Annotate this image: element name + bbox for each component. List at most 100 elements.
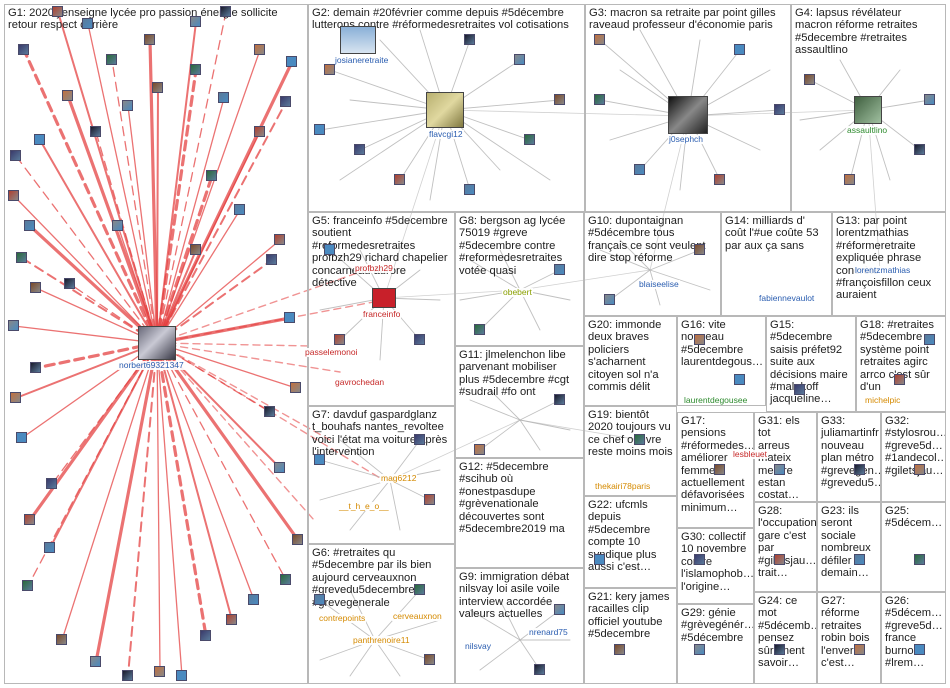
node-avatar-icon[interactable] xyxy=(248,594,259,605)
node-avatar-icon[interactable] xyxy=(734,44,745,55)
node-avatar-icon[interactable] xyxy=(292,534,303,545)
avatar-hub-josiane[interactable] xyxy=(340,26,376,54)
node-avatar-icon[interactable] xyxy=(22,580,33,591)
node-avatar-icon[interactable] xyxy=(464,184,475,195)
node-avatar-icon[interactable] xyxy=(324,64,335,75)
avatar-hub-franceinfo[interactable] xyxy=(372,288,396,308)
node-avatar-icon[interactable] xyxy=(394,174,405,185)
node-avatar-icon[interactable] xyxy=(154,666,165,677)
node-avatar-icon[interactable] xyxy=(614,644,625,655)
node-avatar-icon[interactable] xyxy=(254,126,265,137)
node-avatar-icon[interactable] xyxy=(280,96,291,107)
node-avatar-icon[interactable] xyxy=(924,334,935,345)
node-avatar-icon[interactable] xyxy=(274,234,285,245)
node-avatar-icon[interactable] xyxy=(46,478,57,489)
node-avatar-icon[interactable] xyxy=(694,554,705,565)
node-avatar-icon[interactable] xyxy=(914,144,925,155)
node-avatar-icon[interactable] xyxy=(514,54,525,65)
node-avatar-icon[interactable] xyxy=(314,124,325,135)
node-avatar-icon[interactable] xyxy=(844,174,855,185)
node-avatar-icon[interactable] xyxy=(226,614,237,625)
node-avatar-icon[interactable] xyxy=(266,254,277,265)
node-avatar-icon[interactable] xyxy=(594,94,605,105)
avatar-hub-flavcgi12[interactable] xyxy=(426,92,464,128)
node-avatar-icon[interactable] xyxy=(280,574,291,585)
node-avatar-icon[interactable] xyxy=(200,630,211,641)
avatar-hub-norbert[interactable] xyxy=(138,326,176,360)
node-avatar-icon[interactable] xyxy=(474,444,485,455)
node-avatar-icon[interactable] xyxy=(190,64,201,75)
node-avatar-icon[interactable] xyxy=(594,34,605,45)
node-avatar-icon[interactable] xyxy=(854,464,865,475)
node-avatar-icon[interactable] xyxy=(10,150,21,161)
node-avatar-icon[interactable] xyxy=(354,144,365,155)
node-avatar-icon[interactable] xyxy=(854,554,865,565)
node-avatar-icon[interactable] xyxy=(804,74,815,85)
node-avatar-icon[interactable] xyxy=(52,6,63,17)
node-avatar-icon[interactable] xyxy=(554,604,565,615)
node-avatar-icon[interactable] xyxy=(190,244,201,255)
node-avatar-icon[interactable] xyxy=(604,294,615,305)
node-avatar-icon[interactable] xyxy=(414,584,425,595)
node-avatar-icon[interactable] xyxy=(524,134,535,145)
node-avatar-icon[interactable] xyxy=(894,374,905,385)
node-avatar-icon[interactable] xyxy=(694,334,705,345)
node-avatar-icon[interactable] xyxy=(30,282,41,293)
node-avatar-icon[interactable] xyxy=(10,392,21,403)
node-avatar-icon[interactable] xyxy=(274,462,285,473)
node-avatar-icon[interactable] xyxy=(284,312,295,323)
node-avatar-icon[interactable] xyxy=(914,554,925,565)
node-avatar-icon[interactable] xyxy=(554,94,565,105)
node-avatar-icon[interactable] xyxy=(264,406,275,417)
node-avatar-icon[interactable] xyxy=(254,44,265,55)
node-avatar-icon[interactable] xyxy=(16,432,27,443)
node-avatar-icon[interactable] xyxy=(694,244,705,255)
node-avatar-icon[interactable] xyxy=(634,164,645,175)
node-avatar-icon[interactable] xyxy=(152,82,163,93)
node-avatar-icon[interactable] xyxy=(122,100,133,111)
node-avatar-icon[interactable] xyxy=(594,554,605,565)
node-avatar-icon[interactable] xyxy=(414,334,425,345)
node-avatar-icon[interactable] xyxy=(914,644,925,655)
node-avatar-icon[interactable] xyxy=(914,464,925,475)
node-avatar-icon[interactable] xyxy=(554,264,565,275)
node-avatar-icon[interactable] xyxy=(234,204,245,215)
node-avatar-icon[interactable] xyxy=(334,334,345,345)
node-avatar-icon[interactable] xyxy=(44,542,55,553)
node-avatar-icon[interactable] xyxy=(324,244,335,255)
node-avatar-icon[interactable] xyxy=(62,90,73,101)
node-avatar-icon[interactable] xyxy=(554,394,565,405)
node-avatar-icon[interactable] xyxy=(16,252,27,263)
node-avatar-icon[interactable] xyxy=(34,134,45,145)
avatar-hub-j0sephch[interactable] xyxy=(668,96,708,134)
node-avatar-icon[interactable] xyxy=(82,18,93,29)
node-avatar-icon[interactable] xyxy=(414,434,425,445)
node-avatar-icon[interactable] xyxy=(122,670,133,681)
node-avatar-icon[interactable] xyxy=(714,174,725,185)
node-avatar-icon[interactable] xyxy=(424,494,435,505)
node-avatar-icon[interactable] xyxy=(24,514,35,525)
node-avatar-icon[interactable] xyxy=(112,220,123,231)
node-avatar-icon[interactable] xyxy=(694,644,705,655)
node-avatar-icon[interactable] xyxy=(474,324,485,335)
node-avatar-icon[interactable] xyxy=(144,34,155,45)
node-avatar-icon[interactable] xyxy=(90,656,101,667)
node-avatar-icon[interactable] xyxy=(8,190,19,201)
node-avatar-icon[interactable] xyxy=(714,464,725,475)
node-avatar-icon[interactable] xyxy=(64,278,75,289)
node-avatar-icon[interactable] xyxy=(734,374,745,385)
node-avatar-icon[interactable] xyxy=(24,220,35,231)
node-avatar-icon[interactable] xyxy=(106,54,117,65)
node-avatar-icon[interactable] xyxy=(56,634,67,645)
node-avatar-icon[interactable] xyxy=(424,654,435,665)
node-avatar-icon[interactable] xyxy=(220,6,231,17)
node-avatar-icon[interactable] xyxy=(774,104,785,115)
node-avatar-icon[interactable] xyxy=(924,94,935,105)
node-avatar-icon[interactable] xyxy=(314,594,325,605)
node-avatar-icon[interactable] xyxy=(218,92,229,103)
avatar-hub-assaultlino[interactable] xyxy=(854,96,882,124)
node-avatar-icon[interactable] xyxy=(176,670,187,681)
node-avatar-icon[interactable] xyxy=(464,34,475,45)
node-avatar-icon[interactable] xyxy=(634,434,645,445)
node-avatar-icon[interactable] xyxy=(774,554,785,565)
